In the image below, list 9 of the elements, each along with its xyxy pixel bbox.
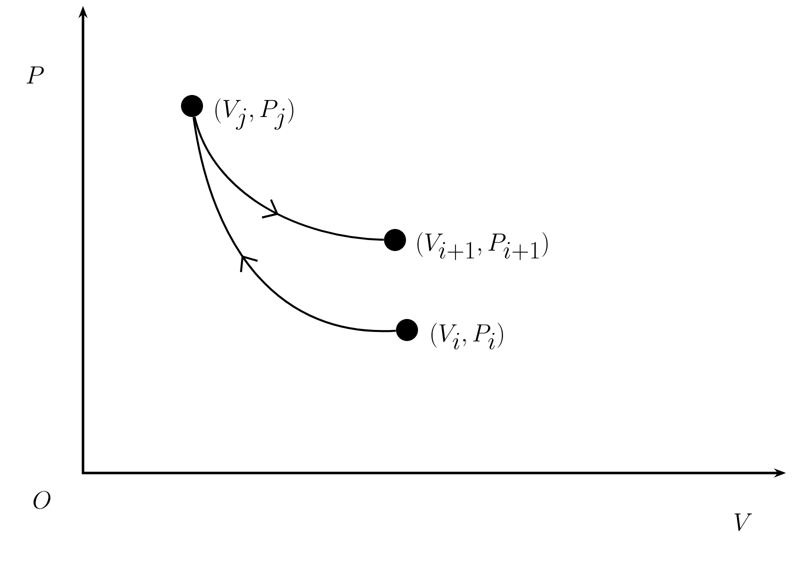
axis-label: $V$ (734, 514, 752, 531)
point-dot (181, 95, 203, 117)
point-dot (384, 229, 406, 251)
axis-label: $P$ (26, 66, 44, 84)
axis-label: $O$ (34, 490, 50, 509)
point-dot (396, 318, 418, 341)
point-label: $(V_{i+1}, P_{i+1})$ (417, 232, 548, 260)
point-label: $(V_i, P_i)$ (431, 322, 503, 350)
point-label: $(V_j, P_j)$ (215, 98, 294, 130)
